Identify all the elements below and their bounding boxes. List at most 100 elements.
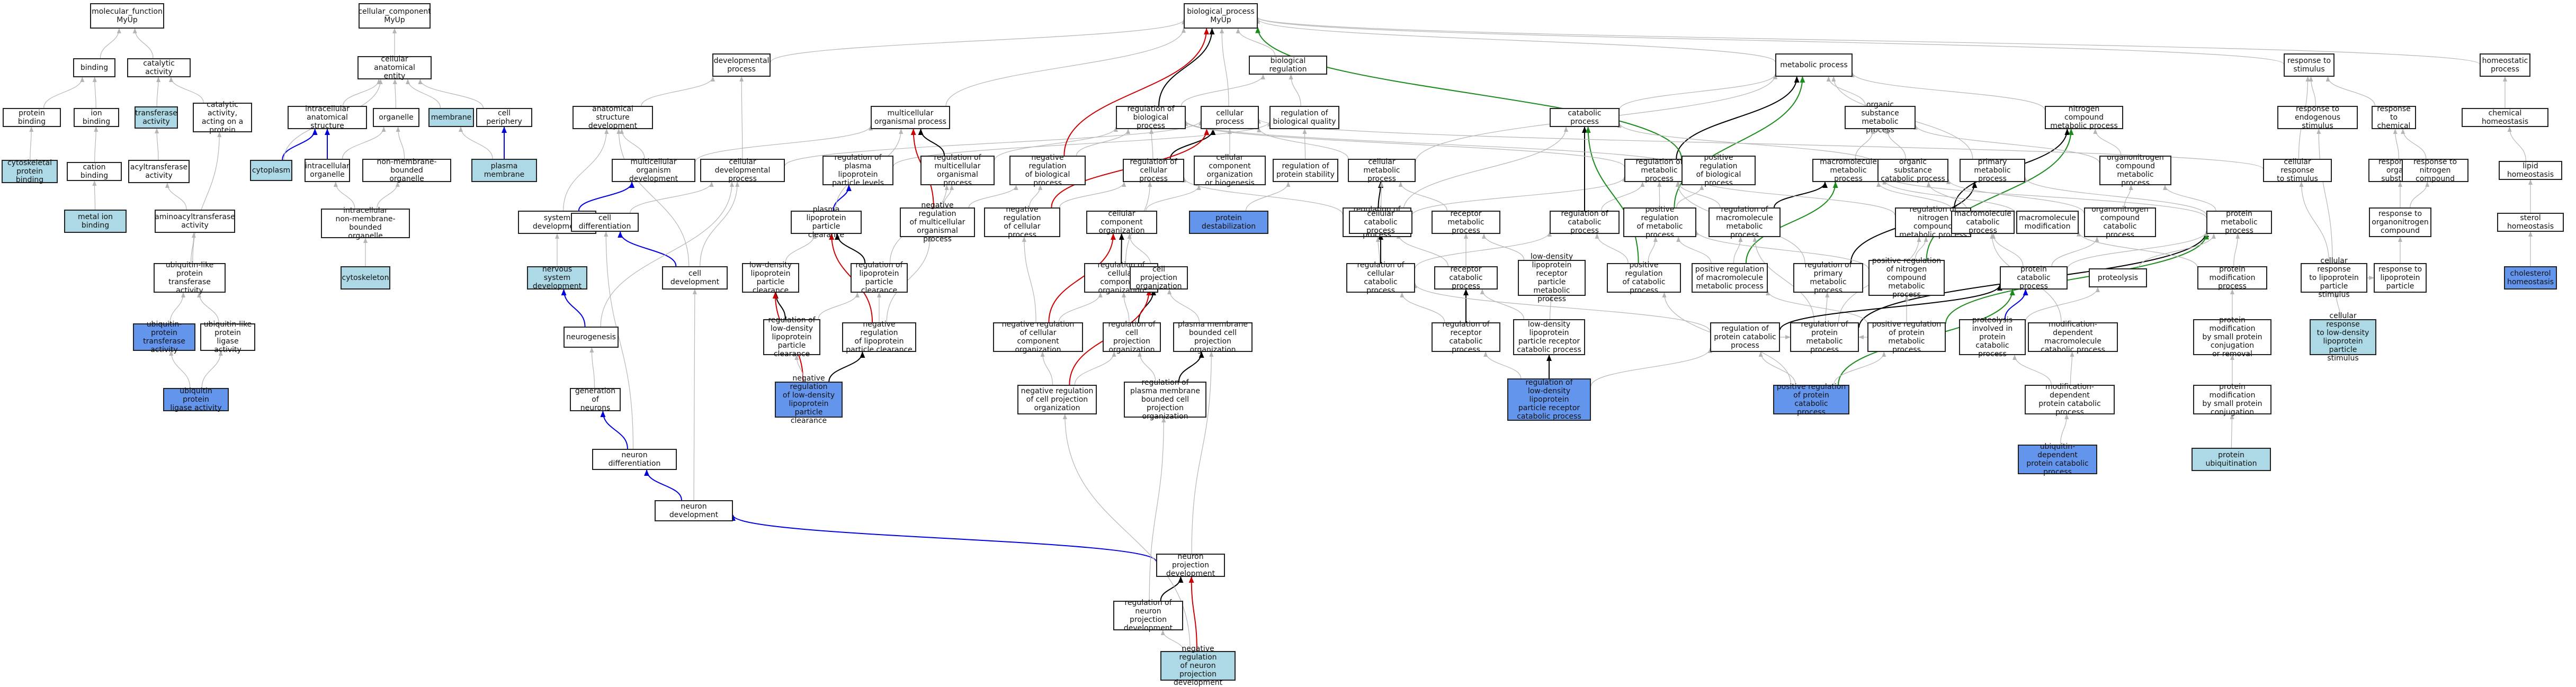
go-term-node[interactable]: negative regulation of multicellular org… [900, 207, 975, 237]
go-term-node[interactable]: biological regulation [1249, 56, 1327, 75]
go-term-node[interactable]: plasma lipoprotein particle clearance [791, 211, 862, 234]
go-term-node[interactable]: cellular component organization [1086, 211, 1157, 234]
go-term-node[interactable]: developmental process [712, 53, 771, 77]
go-term-node[interactable]: proteolysis [2089, 268, 2147, 287]
go-term-node[interactable]: ubiquitin protein ligase activity [163, 388, 229, 411]
go-term-node[interactable]: protein modification by small protein co… [2193, 319, 2271, 355]
go-term-node[interactable]: neuron differentiation [592, 449, 677, 470]
go-term-node[interactable]: sterol homeostasis [2497, 213, 2564, 232]
go-term-node[interactable]: response to chemical [2372, 106, 2416, 129]
go-term-node[interactable]: macromolecule catabolic process [1951, 211, 2015, 234]
go-term-node[interactable]: proteolysis involved in protein cataboli… [1959, 319, 2026, 355]
go-term-node[interactable]: regulation of biological process [1116, 106, 1186, 129]
go-term-node[interactable]: response to stimulus [2284, 53, 2334, 77]
go-term-node[interactable]: cellular catabolic process [1349, 211, 1412, 234]
go-term-node[interactable]: regulation of receptor catabolic process [1432, 322, 1500, 352]
go-term-node[interactable]: plasma membrane [471, 159, 537, 182]
go-term-node[interactable]: biological_process MyUp [1184, 3, 1258, 29]
go-term-node[interactable]: negative regulation of cellular componen… [993, 322, 1083, 352]
go-term-node[interactable]: cytoskeletal protein binding [2, 160, 58, 183]
go-term-node[interactable]: membrane [428, 108, 474, 127]
go-term-node[interactable]: organonitrogen compound metabolic proces… [2099, 156, 2171, 185]
go-term-node[interactable]: organonitrogen compound catabolic proces… [2084, 207, 2156, 237]
go-term-node[interactable]: low-density lipoprotein particle clearan… [742, 263, 799, 293]
go-term-node[interactable]: cell differentiation [571, 213, 639, 232]
go-term-node[interactable]: cytoskeleton [341, 266, 390, 290]
go-term-node[interactable]: regulation of cellular process [1123, 159, 1184, 182]
go-term-node[interactable]: regulation of multicellular organismal p… [920, 156, 995, 185]
go-term-node[interactable]: transferase activity [135, 106, 178, 129]
go-term-node[interactable]: cellular process [1201, 106, 1259, 129]
go-term-node[interactable]: binding [73, 58, 115, 77]
go-term-node[interactable]: multicellular organism development [612, 159, 695, 182]
go-term-node[interactable]: organic substance catabolic process [1877, 159, 1948, 182]
go-term-node[interactable]: response to nitrogen compound [2402, 159, 2468, 182]
go-term-node[interactable]: receptor catabolic process [1434, 266, 1498, 290]
go-term-node[interactable]: positive regulation of nitrogen compound… [1868, 260, 1945, 296]
go-term-node[interactable]: lipid homeostasis [2499, 161, 2562, 180]
go-term-node[interactable]: cellular response to low-density lipopro… [2310, 319, 2376, 355]
go-term-node[interactable]: multicellular organismal process [871, 106, 950, 129]
go-term-node[interactable]: neurogenesis [564, 327, 619, 348]
go-term-node[interactable]: protein catabolic process [2000, 266, 2068, 290]
go-term-node[interactable]: intracellular organelle [305, 159, 350, 182]
go-term-node[interactable]: modification-dependent macromolecule cat… [2028, 322, 2118, 352]
go-term-node[interactable]: ubiquitin-like protein transferase activ… [154, 263, 226, 293]
go-term-node[interactable]: cellular response to stimulus [2263, 159, 2332, 182]
go-term-node[interactable]: nitrogen compound metabolic process [2045, 106, 2123, 129]
go-term-node[interactable]: positive regulation of metabolic process [1623, 207, 1696, 237]
go-term-node[interactable]: ubiquitin-dependent protein catabolic pr… [2018, 445, 2097, 474]
go-term-node[interactable]: ubiquitin-protein transferase activity [133, 323, 195, 351]
go-term-node[interactable]: chemical homeostasis [2462, 108, 2548, 127]
go-term-node[interactable]: regulation of macromolecule metabolic pr… [1709, 207, 1781, 237]
go-term-node[interactable]: regulation of biological quality [1269, 106, 1339, 129]
go-term-node[interactable]: positive regulation of protein metabolic… [1867, 322, 1946, 352]
go-term-node[interactable]: negative regulation of cell projection o… [1017, 385, 1097, 414]
go-term-node[interactable]: homeostatic process [2480, 53, 2530, 77]
go-term-node[interactable]: regulation of low-density lipoprotein pa… [763, 319, 820, 355]
go-term-node[interactable]: protein ubiquitination [2192, 448, 2271, 471]
go-term-node[interactable]: regulation of neuron projection developm… [1113, 601, 1183, 630]
go-term-node[interactable]: cation binding [67, 162, 122, 181]
go-term-node[interactable]: regulation of protein metabolic process [1790, 322, 1859, 352]
go-term-node[interactable]: organelle [373, 108, 419, 127]
go-term-node[interactable]: negative regulation of lipoprotein parti… [842, 322, 916, 352]
go-term-node[interactable]: protein binding [3, 108, 61, 127]
go-term-node[interactable]: neuron development [655, 500, 733, 521]
go-term-node[interactable]: catalytic activity [127, 58, 191, 77]
go-term-node[interactable]: response to endogenous stimulus [2277, 106, 2358, 129]
go-term-node[interactable]: protein modification process [2197, 266, 2267, 290]
go-term-node[interactable]: catabolic process [1550, 108, 1620, 127]
go-term-node[interactable]: regulation of catabolic process [1550, 211, 1620, 234]
go-term-node[interactable]: negative regulation of low-density lipop… [775, 382, 843, 418]
go-term-node[interactable]: primary metabolic process [1960, 159, 2025, 182]
go-term-node[interactable]: negative regulation of neuron projection… [1160, 651, 1236, 681]
go-term-node[interactable]: regulation of cell projection organizati… [1103, 322, 1161, 352]
go-term-node[interactable]: regulation of protein catabolic process [1710, 322, 1780, 352]
go-term-node[interactable]: protein modification by small protein co… [2193, 385, 2271, 414]
go-term-node[interactable]: cytoplasm [250, 160, 292, 181]
go-term-node[interactable]: cellular metabolic process [1348, 159, 1416, 182]
go-term-node[interactable]: positive regulation of macromolecule met… [1692, 263, 1768, 293]
go-term-node[interactable]: negative regulation of cellular process [984, 207, 1060, 237]
go-term-node[interactable]: cellular component organization or bioge… [1194, 156, 1266, 185]
go-term-node[interactable]: cellular response to lipoprotein particl… [2301, 263, 2367, 293]
go-term-node[interactable]: anatomical structure development [573, 106, 653, 129]
go-term-node[interactable]: macromolecule metabolic process [1812, 159, 1884, 182]
go-term-node[interactable]: receptor metabolic process [1432, 211, 1500, 234]
go-term-node[interactable]: ubiquitin-like protein ligase activity [200, 323, 255, 351]
go-term-node[interactable]: metabolic process [1775, 53, 1853, 77]
go-term-node[interactable]: intracellular non-membrane-bounded organ… [321, 209, 410, 238]
go-term-node[interactable]: protein metabolic process [2206, 211, 2272, 234]
go-term-node[interactable]: regulation of lipoprotein particle clear… [851, 263, 908, 293]
go-term-node[interactable]: organic substance metabolic process [1845, 106, 1916, 129]
go-term-node[interactable]: intracellular anatomical structure [288, 106, 367, 129]
go-term-node[interactable]: regulation of primary metabolic process [1793, 263, 1863, 293]
go-term-node[interactable]: protein destabilization [1189, 211, 1268, 234]
go-term-node[interactable]: positive regulation of protein catabolic… [1773, 385, 1849, 414]
go-term-node[interactable]: plasma membrane bounded cell projection … [1173, 322, 1253, 352]
go-term-node[interactable]: cellular_component MyUp [359, 3, 431, 29]
go-term-node[interactable]: cell projection organization [1130, 266, 1188, 290]
go-term-node[interactable]: regulation of low-density lipoprotein pa… [1507, 378, 1591, 421]
go-term-node[interactable]: low-density lipoprotein particle recepto… [1513, 319, 1585, 355]
